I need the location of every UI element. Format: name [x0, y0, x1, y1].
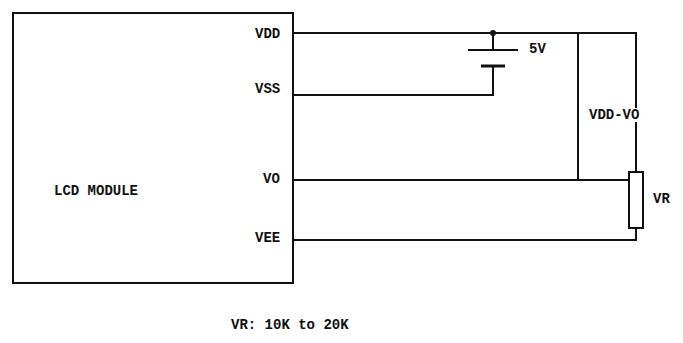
component-label: 5V — [528, 42, 547, 56]
measure-line — [577, 33, 579, 180]
vee-wire — [293, 228, 636, 240]
component-label: VDD-VO — [588, 108, 640, 122]
module-name: LCD MODULE — [54, 184, 138, 198]
component-label: VR — [652, 192, 671, 206]
junction-dot — [490, 30, 496, 36]
vo-wire — [293, 179, 629, 181]
pin-name: VDD — [254, 27, 281, 41]
vdd-wire — [293, 33, 636, 172]
note: VR: 10K to 20K — [230, 318, 350, 332]
battery-plate — [468, 49, 518, 51]
pin-name: VSS — [254, 82, 281, 96]
pin-name: VO — [262, 172, 281, 186]
vss-wire — [293, 66, 493, 95]
pin-name: VEE — [254, 231, 281, 245]
module-box: LCD MODULE — [12, 12, 294, 284]
resistor-symbol — [629, 172, 643, 228]
